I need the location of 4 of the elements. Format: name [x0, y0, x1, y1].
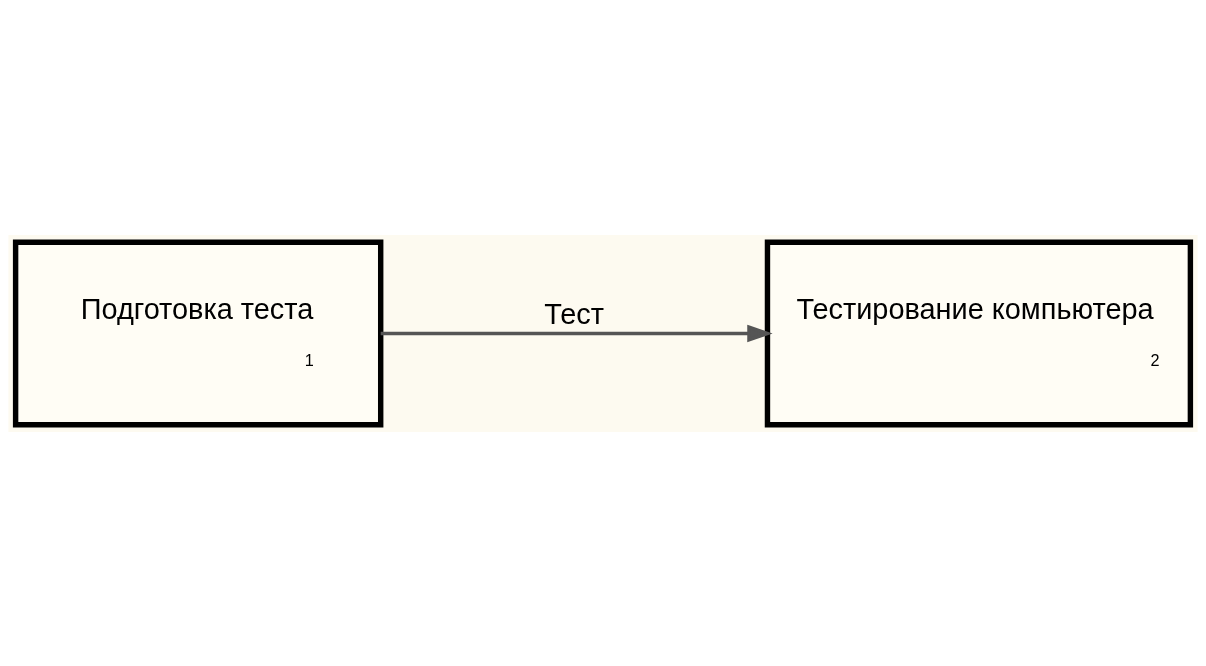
- edge-label: Тест: [544, 297, 604, 330]
- node-box: Тестирование компьютера 2: [764, 239, 1194, 427]
- node-box: Подготовка теста 1: [12, 239, 384, 427]
- arrow: [380, 324, 773, 342]
